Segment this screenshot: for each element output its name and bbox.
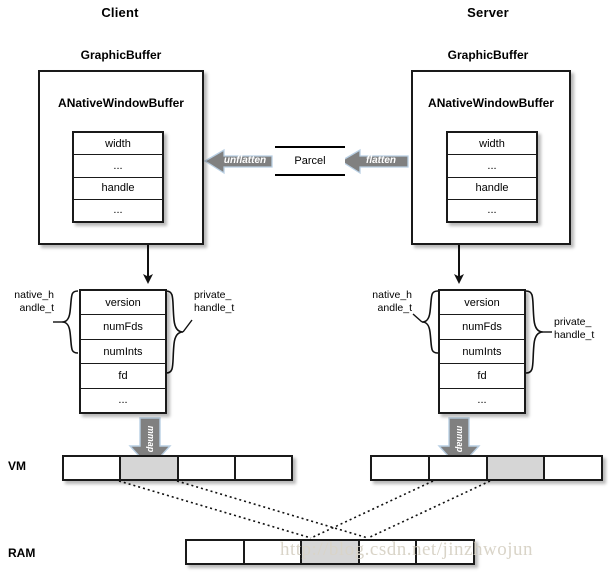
field-row: width <box>448 133 536 156</box>
client-native-handle-caption: native_h andle_t <box>14 289 54 314</box>
field-row: version <box>440 291 524 316</box>
client-private-handle-caption: private_ handle_t <box>194 289 235 314</box>
server-native-handle-table: version numFds numInts fd ... <box>438 289 526 414</box>
unflatten-label: unflatten <box>223 155 267 166</box>
ram-cell <box>187 541 245 563</box>
ram-cell <box>359 541 418 563</box>
vm-cell-mapped <box>487 457 546 479</box>
client-buffer-field-table: width ... handle ... <box>72 131 164 223</box>
field-row: ... <box>81 388 165 413</box>
field-row: fd <box>81 364 165 389</box>
ram-cell <box>244 541 303 563</box>
vm-cell-mapped <box>121 457 179 479</box>
server-private-handle-caption: private_ handle_t <box>554 316 595 341</box>
server-graphicbuffer-title: GraphicBuffer <box>447 48 529 62</box>
server-vm-row <box>370 455 603 481</box>
vm-cell <box>64 457 122 479</box>
field-row: numInts <box>81 339 165 365</box>
client-title: Client <box>101 5 139 20</box>
vm-ram-mapping-lines <box>118 480 491 539</box>
client-private-handle-brace <box>165 290 193 374</box>
server-title: Server <box>467 5 509 20</box>
vm-cell <box>545 457 601 479</box>
client-graphicbuffer-title: GraphicBuffer <box>80 48 162 62</box>
watermark-text: http://blog.csdn.net/jinzhwojun <box>280 539 533 560</box>
client-anativewindowbuffer-label: ANativeWindowBuffer <box>58 96 184 110</box>
server-private-handle-brace <box>525 290 552 374</box>
field-row: ... <box>440 388 524 413</box>
server-native-handle-caption: native_h andle_t <box>372 289 412 314</box>
vm-cell <box>235 457 291 479</box>
field-row: ... <box>74 155 162 178</box>
field-row: ... <box>448 199 536 221</box>
field-row: numFds <box>440 315 524 340</box>
server-buffer-field-table: width ... handle ... <box>446 131 538 223</box>
field-row: handle <box>74 177 162 200</box>
field-row: width <box>74 133 162 156</box>
client-mmap-label: mmap <box>146 425 156 453</box>
field-row: numInts <box>440 339 524 365</box>
client-vm-row <box>62 455 293 481</box>
parcel-box: Parcel <box>275 146 345 176</box>
field-row: numFds <box>81 315 165 340</box>
vm-cell <box>372 457 430 479</box>
field-row: handle <box>448 177 536 200</box>
field-row: ... <box>448 155 536 178</box>
ram-cell <box>417 541 473 563</box>
field-row: fd <box>440 364 524 389</box>
client-native-handle-brace <box>61 290 79 354</box>
server-anativewindowbuffer-label: ANativeWindowBuffer <box>428 96 554 110</box>
server-native-handle-brace <box>412 290 439 354</box>
flatten-label: flatten <box>366 155 396 166</box>
server-mmap-label: mmap <box>455 425 465 453</box>
field-row: ... <box>74 199 162 221</box>
client-native-handle-table: version numFds numInts fd ... <box>79 289 167 414</box>
field-row: version <box>81 291 165 316</box>
vm-cell <box>429 457 488 479</box>
ram-cell-shared <box>302 541 360 563</box>
vm-label: VM <box>8 459 26 473</box>
ram-row <box>185 539 475 565</box>
vm-cell <box>178 457 236 479</box>
ram-label: RAM <box>8 546 36 560</box>
